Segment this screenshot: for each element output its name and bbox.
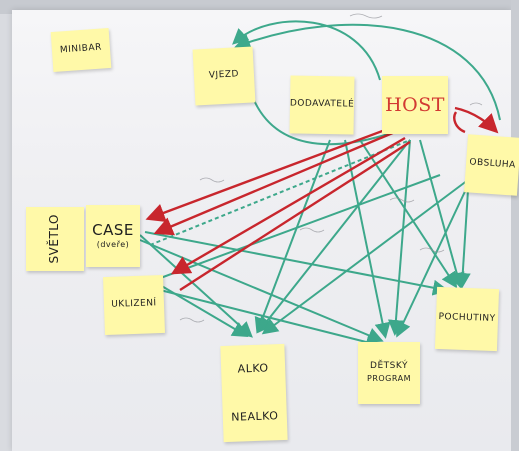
obsluha-label: OBSLUHA [469,157,517,171]
program-label: PROGRAM [367,374,411,384]
red-lines [145,106,499,292]
pencil-notes [179,13,483,323]
vjezd-label: VJEZD [208,69,240,81]
dodavatele-label: DODAVATELÉ [289,98,355,110]
note-uklizeni: UKLIZENÍ [103,274,165,336]
pochutiny-label: POCHUTINY [438,312,496,325]
case-sublabel: (dveře) [96,239,130,249]
note-detsky-program: DĚTSKÝ PROGRAM [358,342,420,404]
uklizeni-label: UKLIZENÍ [111,298,157,310]
host-label: HOST [385,93,445,116]
note-alko-nealko: ALKO NEALKO [220,343,288,443]
svetlo-label: SVĚTLO [47,214,62,264]
nealko-label: NEALKO [231,409,279,424]
note-host: HOST [382,76,448,134]
detsky-label: DĚTSKÝ [370,361,408,372]
note-obsluha: OBSLUHA [464,134,519,196]
note-dodavatele: DODAVATELÉ [289,75,355,135]
note-minibar: MINIBAR [50,28,112,72]
note-pochutiny: POCHUTINY [434,286,500,352]
note-vjezd: VJEZD [192,46,256,106]
minibar-label: MINIBAR [59,42,103,56]
note-svetlo: SVĚTLO [26,207,84,271]
wall-edge [511,0,519,451]
note-case: CASE (dveře) [86,205,140,267]
case-label: CASE [92,221,134,240]
alko-label: ALKO [237,361,269,376]
